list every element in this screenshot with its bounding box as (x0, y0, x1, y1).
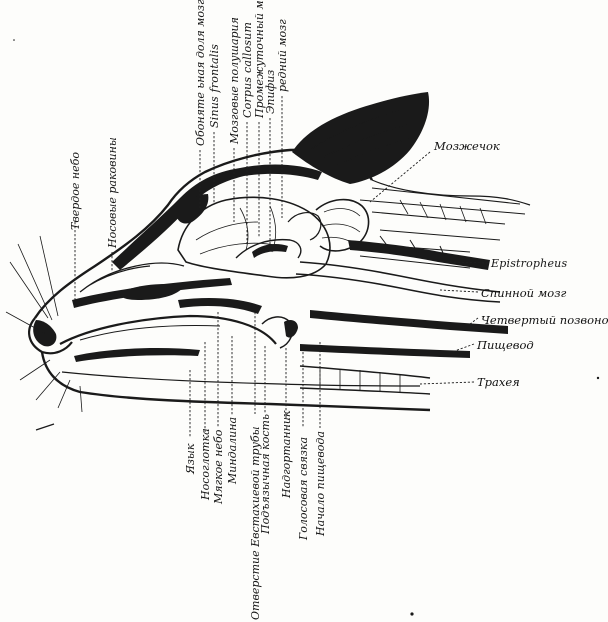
label-sinus-frontalis: Sinus frontalis (208, 44, 221, 128)
label-yazyk: Язык (184, 443, 197, 475)
label-mozgovye-polushariya: Мозговые полушария (228, 17, 241, 145)
label-chetverty-pozvonok: Четвертый позвонок (481, 313, 608, 327)
label-epistropheus: Epistropheus (490, 257, 567, 270)
label-obonyatelnaya-dolya: Обоняте ьная доля мозга (194, 0, 207, 146)
label-golosovaya-svyazka: Голосовая связка (297, 437, 310, 541)
label-mozzhechok: Мозжечок (433, 139, 500, 153)
label-pishchevod: Пищевод (476, 338, 534, 352)
brain (178, 197, 500, 302)
mouth-structures (60, 298, 420, 386)
label-sredny-mozg: редний мозг (276, 19, 289, 92)
label-nachalo-pishchevoda: Начало пищевода (314, 431, 327, 537)
label-nosoglotka: Носоглотка (199, 428, 212, 501)
labels-bottom: Язык Носоглотка Мягкое небо Миндалина От… (184, 410, 327, 620)
label-mindalina: Миндалина (226, 417, 239, 485)
label-spinnoy-mozg: Спинной мозг (481, 286, 566, 300)
label-nosovye-rakoviny: Носовые раковины (106, 137, 119, 249)
neck-structures (300, 236, 508, 394)
label-podyazychnaya-kost: Подъязычная кость (259, 414, 272, 535)
label-nadgortannik: Надгортанник (280, 410, 293, 499)
leaders-bottom (190, 312, 320, 438)
label-tverdoe-nebo: Твердое небо (69, 152, 82, 230)
label-myagkoe-nebo: Мягкое небо (212, 429, 225, 505)
label-trakheya: Трахея (477, 375, 520, 389)
